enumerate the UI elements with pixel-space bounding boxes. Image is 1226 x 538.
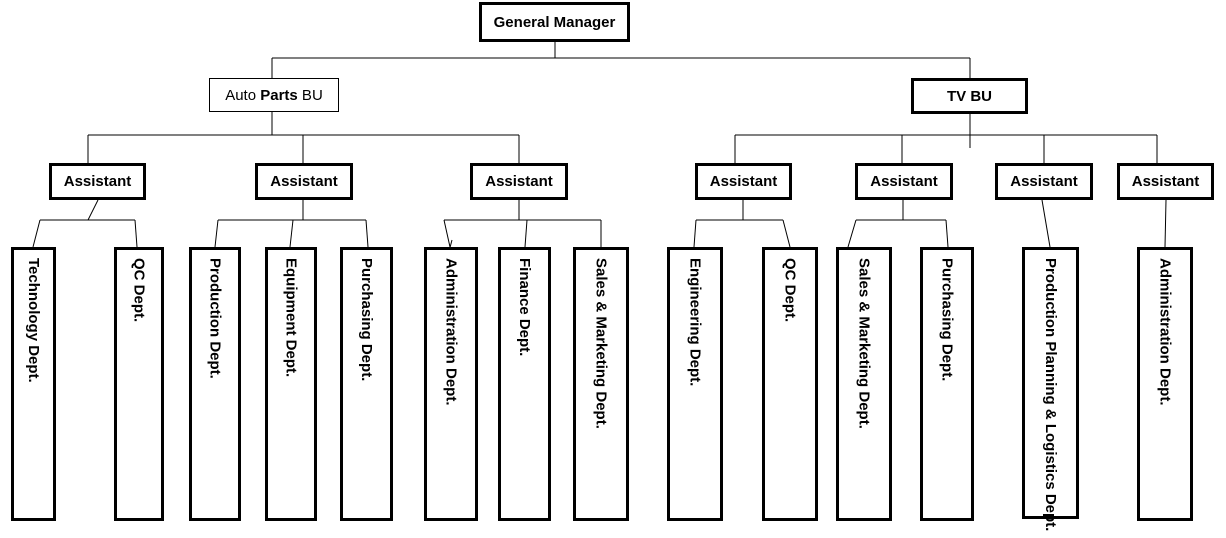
engineering-dept-box: Engineering Dept. (667, 247, 723, 521)
sales-marketing-dept-tv-box: Sales & Marketing Dept. (836, 247, 892, 521)
assistant-label: Assistant (709, 173, 778, 190)
auto-parts-bu-box: Auto Parts BU (209, 78, 339, 112)
assistant-label: Assistant (870, 173, 938, 190)
tv-bu-label: TV BU (947, 87, 992, 105)
general-manager-box: General Manager (479, 2, 630, 42)
assistant-box-1: Assistant (49, 163, 146, 200)
engineering-dept-label: Engineering Dept. (686, 258, 704, 387)
assistant-label: Assistant (1131, 173, 1200, 190)
equipment-dept-label: Equipment Dept. (282, 258, 300, 378)
finance-dept-label: Finance Dept. (516, 258, 533, 357)
assistant-label: Assistant (63, 173, 132, 190)
assistant-box-5: Assistant (855, 163, 953, 200)
equipment-dept-box: Equipment Dept. (265, 247, 317, 521)
finance-dept-box: Finance Dept. (498, 247, 551, 521)
qc-dept-tv-label: QC Dept. (781, 258, 799, 323)
general-manager-label: General Manager (493, 13, 616, 31)
technology-dept-box: Technology Dept. (11, 247, 56, 521)
qc-dept-tv-box: QC Dept. (762, 247, 818, 521)
auto-bu-label-suffix: BU (297, 86, 323, 104)
auto-bu-label-bold: Parts (260, 86, 298, 104)
assistant-label: Assistant (485, 173, 553, 190)
sales-marketing-dept-tv-label: Sales & Marketing Dept. (855, 258, 873, 429)
tv-bu-box: TV BU (911, 78, 1028, 114)
production-planning-logistics-dept-box: Production Planning & Logistics Dept. (1022, 247, 1079, 531)
production-planning-logistics-dept-label: Production Planning & Logistics Dept. (1042, 258, 1059, 532)
qc-dept-auto-label: QC Dept. (130, 258, 148, 323)
production-dept-box: Production Dept. (189, 247, 241, 521)
administration-dept-auto-label: Administration Dept. (442, 258, 460, 406)
production-dept-label: Production Dept. (206, 258, 224, 379)
sales-marketing-dept-auto-label: Sales & Marketing Dept. (592, 258, 610, 429)
assistant-box-7: Assistant (1117, 163, 1214, 200)
technology-dept-label: Technology Dept. (25, 258, 42, 383)
administration-dept-tv-label: Administration Dept. (1156, 258, 1174, 406)
purchasing-dept-tv-box: Purchasing Dept. (920, 247, 974, 521)
assistant-box-3: Assistant (470, 163, 568, 200)
assistant-label: Assistant (270, 173, 338, 190)
assistant-label: Assistant (1010, 173, 1078, 190)
auto-bu-label-prefix: Auto (225, 86, 261, 104)
assistant-box-4: Assistant (695, 163, 792, 200)
purchasing-dept-auto-box: Purchasing Dept. (340, 247, 393, 521)
sales-marketing-dept-auto-box: Sales & Marketing Dept. (573, 247, 629, 521)
qc-dept-auto-box: QC Dept. (114, 247, 164, 521)
administration-dept-tv-box: Administration Dept. (1137, 247, 1193, 521)
purchasing-dept-tv-label: Purchasing Dept. (938, 258, 956, 382)
assistant-box-2: Assistant (255, 163, 353, 200)
purchasing-dept-auto-label: Purchasing Dept. (358, 258, 375, 382)
assistant-box-6: Assistant (995, 163, 1093, 200)
administration-dept-auto-box: Administration Dept. (424, 247, 478, 521)
